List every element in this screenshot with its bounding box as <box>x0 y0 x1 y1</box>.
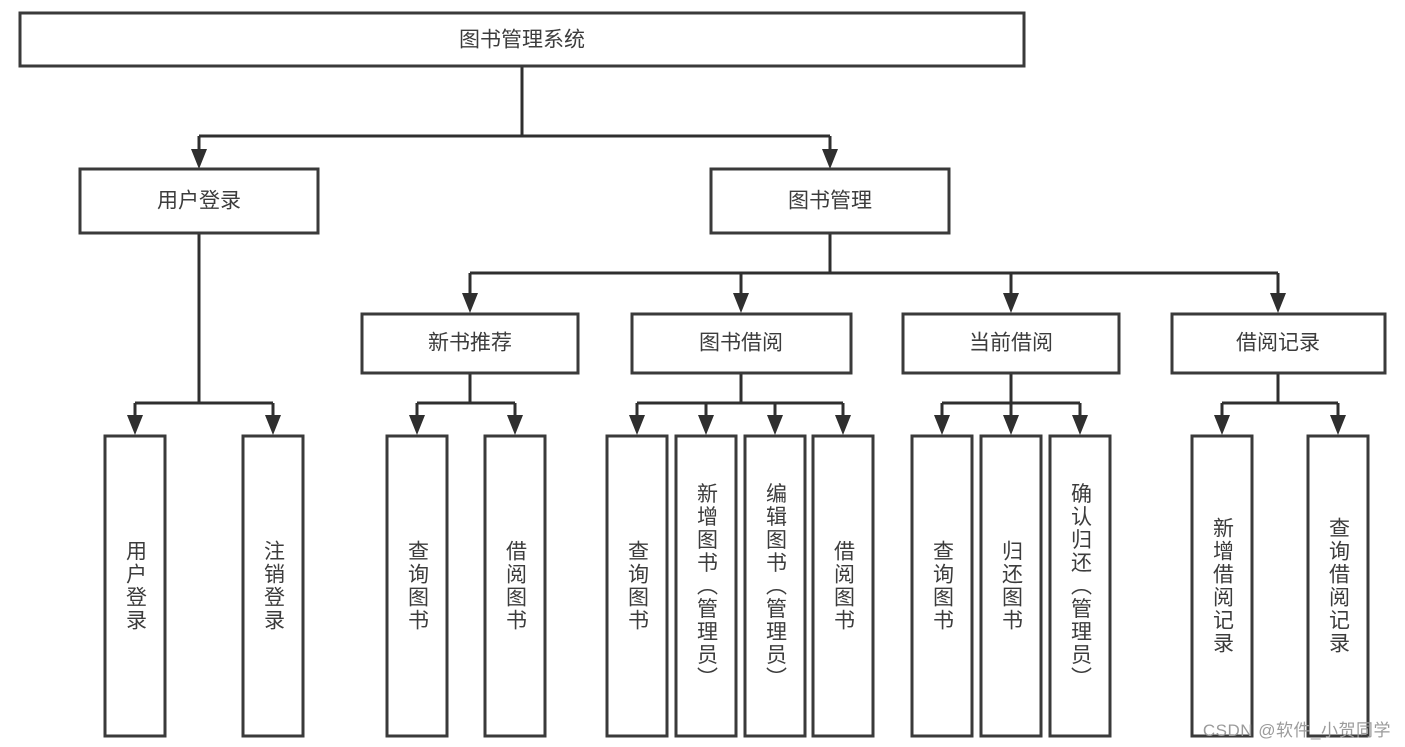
node-current-borrow-label: 当前借阅 <box>969 332 1053 355</box>
node-root[interactable]: 图书管理系统 <box>18 11 1026 68</box>
node-book-borrow[interactable]: 图书借阅 <box>630 312 853 375</box>
leaf-query-borrow-record[interactable]: 查询借阅记录 <box>1306 434 1370 738</box>
leaf-query-book-2-box[interactable] <box>605 434 669 738</box>
leaf-edit-book[interactable]: 编辑图书（管理员） <box>743 434 807 738</box>
connector-bookmgmt-to-level3 <box>462 233 1286 313</box>
connector-currentborrow-to-leaves <box>934 373 1088 435</box>
leaf-add-book-box[interactable] <box>674 434 738 738</box>
leaf-return-book[interactable]: 归还图书 <box>979 434 1043 738</box>
node-current-borrow-box[interactable] <box>901 312 1121 375</box>
arrow-head-icon <box>698 415 714 435</box>
leaf-add-book-label: 新增图书（管理员） <box>695 483 719 690</box>
node-book-borrow-label: 图书借阅 <box>699 332 783 355</box>
leaf-query-book-3-label: 查询图书 <box>931 540 955 632</box>
leaf-confirm-return-box[interactable] <box>1048 434 1112 738</box>
node-borrow-record-label: 借阅记录 <box>1236 332 1320 355</box>
leaf-query-book-1[interactable]: 查询图书 <box>385 434 449 738</box>
arrow-head-icon <box>265 415 281 435</box>
leaf-add-borrow-record-label: 新增借阅记录 <box>1211 517 1235 655</box>
leaf-query-borrow-record-box[interactable] <box>1306 434 1370 738</box>
leaf-add-borrow-record-box[interactable] <box>1190 434 1254 738</box>
node-book-borrow-box[interactable] <box>630 312 853 375</box>
leaf-user-login-box[interactable] <box>103 434 167 738</box>
leaf-user-logout-box[interactable] <box>241 434 305 738</box>
node-new-book-recommend-label: 新书推荐 <box>428 332 512 355</box>
leaf-query-book-2[interactable]: 查询图书 <box>605 434 669 738</box>
node-root-label: 图书管理系统 <box>459 29 585 52</box>
leaf-query-book-3-box[interactable] <box>910 434 974 738</box>
node-current-borrow[interactable]: 当前借阅 <box>901 312 1121 375</box>
leaf-edit-book-label: 编辑图书（管理员） <box>764 483 788 690</box>
connector-borrowrecord-to-leaves <box>1214 373 1346 435</box>
arrow-head-icon <box>507 415 523 435</box>
leaf-query-book-2-label: 查询图书 <box>626 540 650 632</box>
arrow-head-icon <box>767 415 783 435</box>
arrow-head-icon <box>835 415 851 435</box>
node-book-management-box[interactable] <box>709 167 951 235</box>
leaf-user-login[interactable]: 用户登录 <box>103 434 167 738</box>
leaf-return-book-label: 归还图书 <box>1000 540 1024 632</box>
csdn-watermark: CSDN @软件_小贺同学 <box>1202 721 1391 740</box>
arrow-head-icon <box>462 293 478 313</box>
arrow-head-icon <box>822 149 838 169</box>
node-user-login-label: 用户登录 <box>157 190 241 213</box>
leaf-user-logout[interactable]: 注销登录 <box>241 434 305 738</box>
leaf-return-book-box[interactable] <box>979 434 1043 738</box>
arrow-head-icon <box>629 415 645 435</box>
leaf-borrow-book-1-box[interactable] <box>483 434 547 738</box>
leaf-query-book-1-label: 查询图书 <box>406 540 430 632</box>
leaf-borrow-book-1[interactable]: 借阅图书 <box>483 434 547 738</box>
leaf-borrow-book-2[interactable]: 借阅图书 <box>811 434 875 738</box>
connector-bookborrow-to-leaves <box>629 373 851 435</box>
leaf-confirm-return[interactable]: 确认归还（管理员） <box>1048 434 1112 738</box>
arrow-head-icon <box>1003 415 1019 435</box>
arrow-head-icon <box>1003 293 1019 313</box>
leaf-query-book-1-box[interactable] <box>385 434 449 738</box>
arrow-head-icon <box>733 293 749 313</box>
connector-root-to-level2 <box>191 66 838 169</box>
arrow-head-icon <box>409 415 425 435</box>
node-new-book-recommend[interactable]: 新书推荐 <box>360 312 580 375</box>
connector-newbook-to-leaves <box>409 373 523 435</box>
arrow-head-icon <box>1214 415 1230 435</box>
node-user-login[interactable]: 用户登录 <box>78 167 320 235</box>
arrow-head-icon <box>934 415 950 435</box>
leaf-add-book[interactable]: 新增图书（管理员） <box>674 434 738 738</box>
connector-userlogin-to-leaves <box>127 233 281 435</box>
leaf-borrow-book-1-label: 借阅图书 <box>504 540 528 632</box>
arrow-head-icon <box>191 149 207 169</box>
leaf-confirm-return-label: 确认归还（管理员） <box>1069 483 1093 690</box>
node-book-management-label: 图书管理 <box>788 190 872 213</box>
leaf-user-login-label: 用户登录 <box>124 540 148 632</box>
leaf-add-borrow-record[interactable]: 新增借阅记录 <box>1190 434 1254 738</box>
leaf-borrow-book-2-box[interactable] <box>811 434 875 738</box>
arrow-head-icon <box>1072 415 1088 435</box>
node-root-box[interactable] <box>18 11 1026 68</box>
node-new-book-recommend-box[interactable] <box>360 312 580 375</box>
node-user-login-box[interactable] <box>78 167 320 235</box>
node-book-management[interactable]: 图书管理 <box>709 167 951 235</box>
node-borrow-record[interactable]: 借阅记录 <box>1170 312 1387 375</box>
leaf-edit-book-box[interactable] <box>743 434 807 738</box>
leaf-user-logout-label: 注销登录 <box>262 540 286 632</box>
node-borrow-record-box[interactable] <box>1170 312 1387 375</box>
arrow-head-icon <box>1330 415 1346 435</box>
leaf-query-borrow-record-label: 查询借阅记录 <box>1327 517 1351 655</box>
arrow-head-icon <box>1270 293 1286 313</box>
leaf-borrow-book-2-label: 借阅图书 <box>832 540 856 632</box>
leaf-query-book-3[interactable]: 查询图书 <box>910 434 974 738</box>
arrow-head-icon <box>127 415 143 435</box>
